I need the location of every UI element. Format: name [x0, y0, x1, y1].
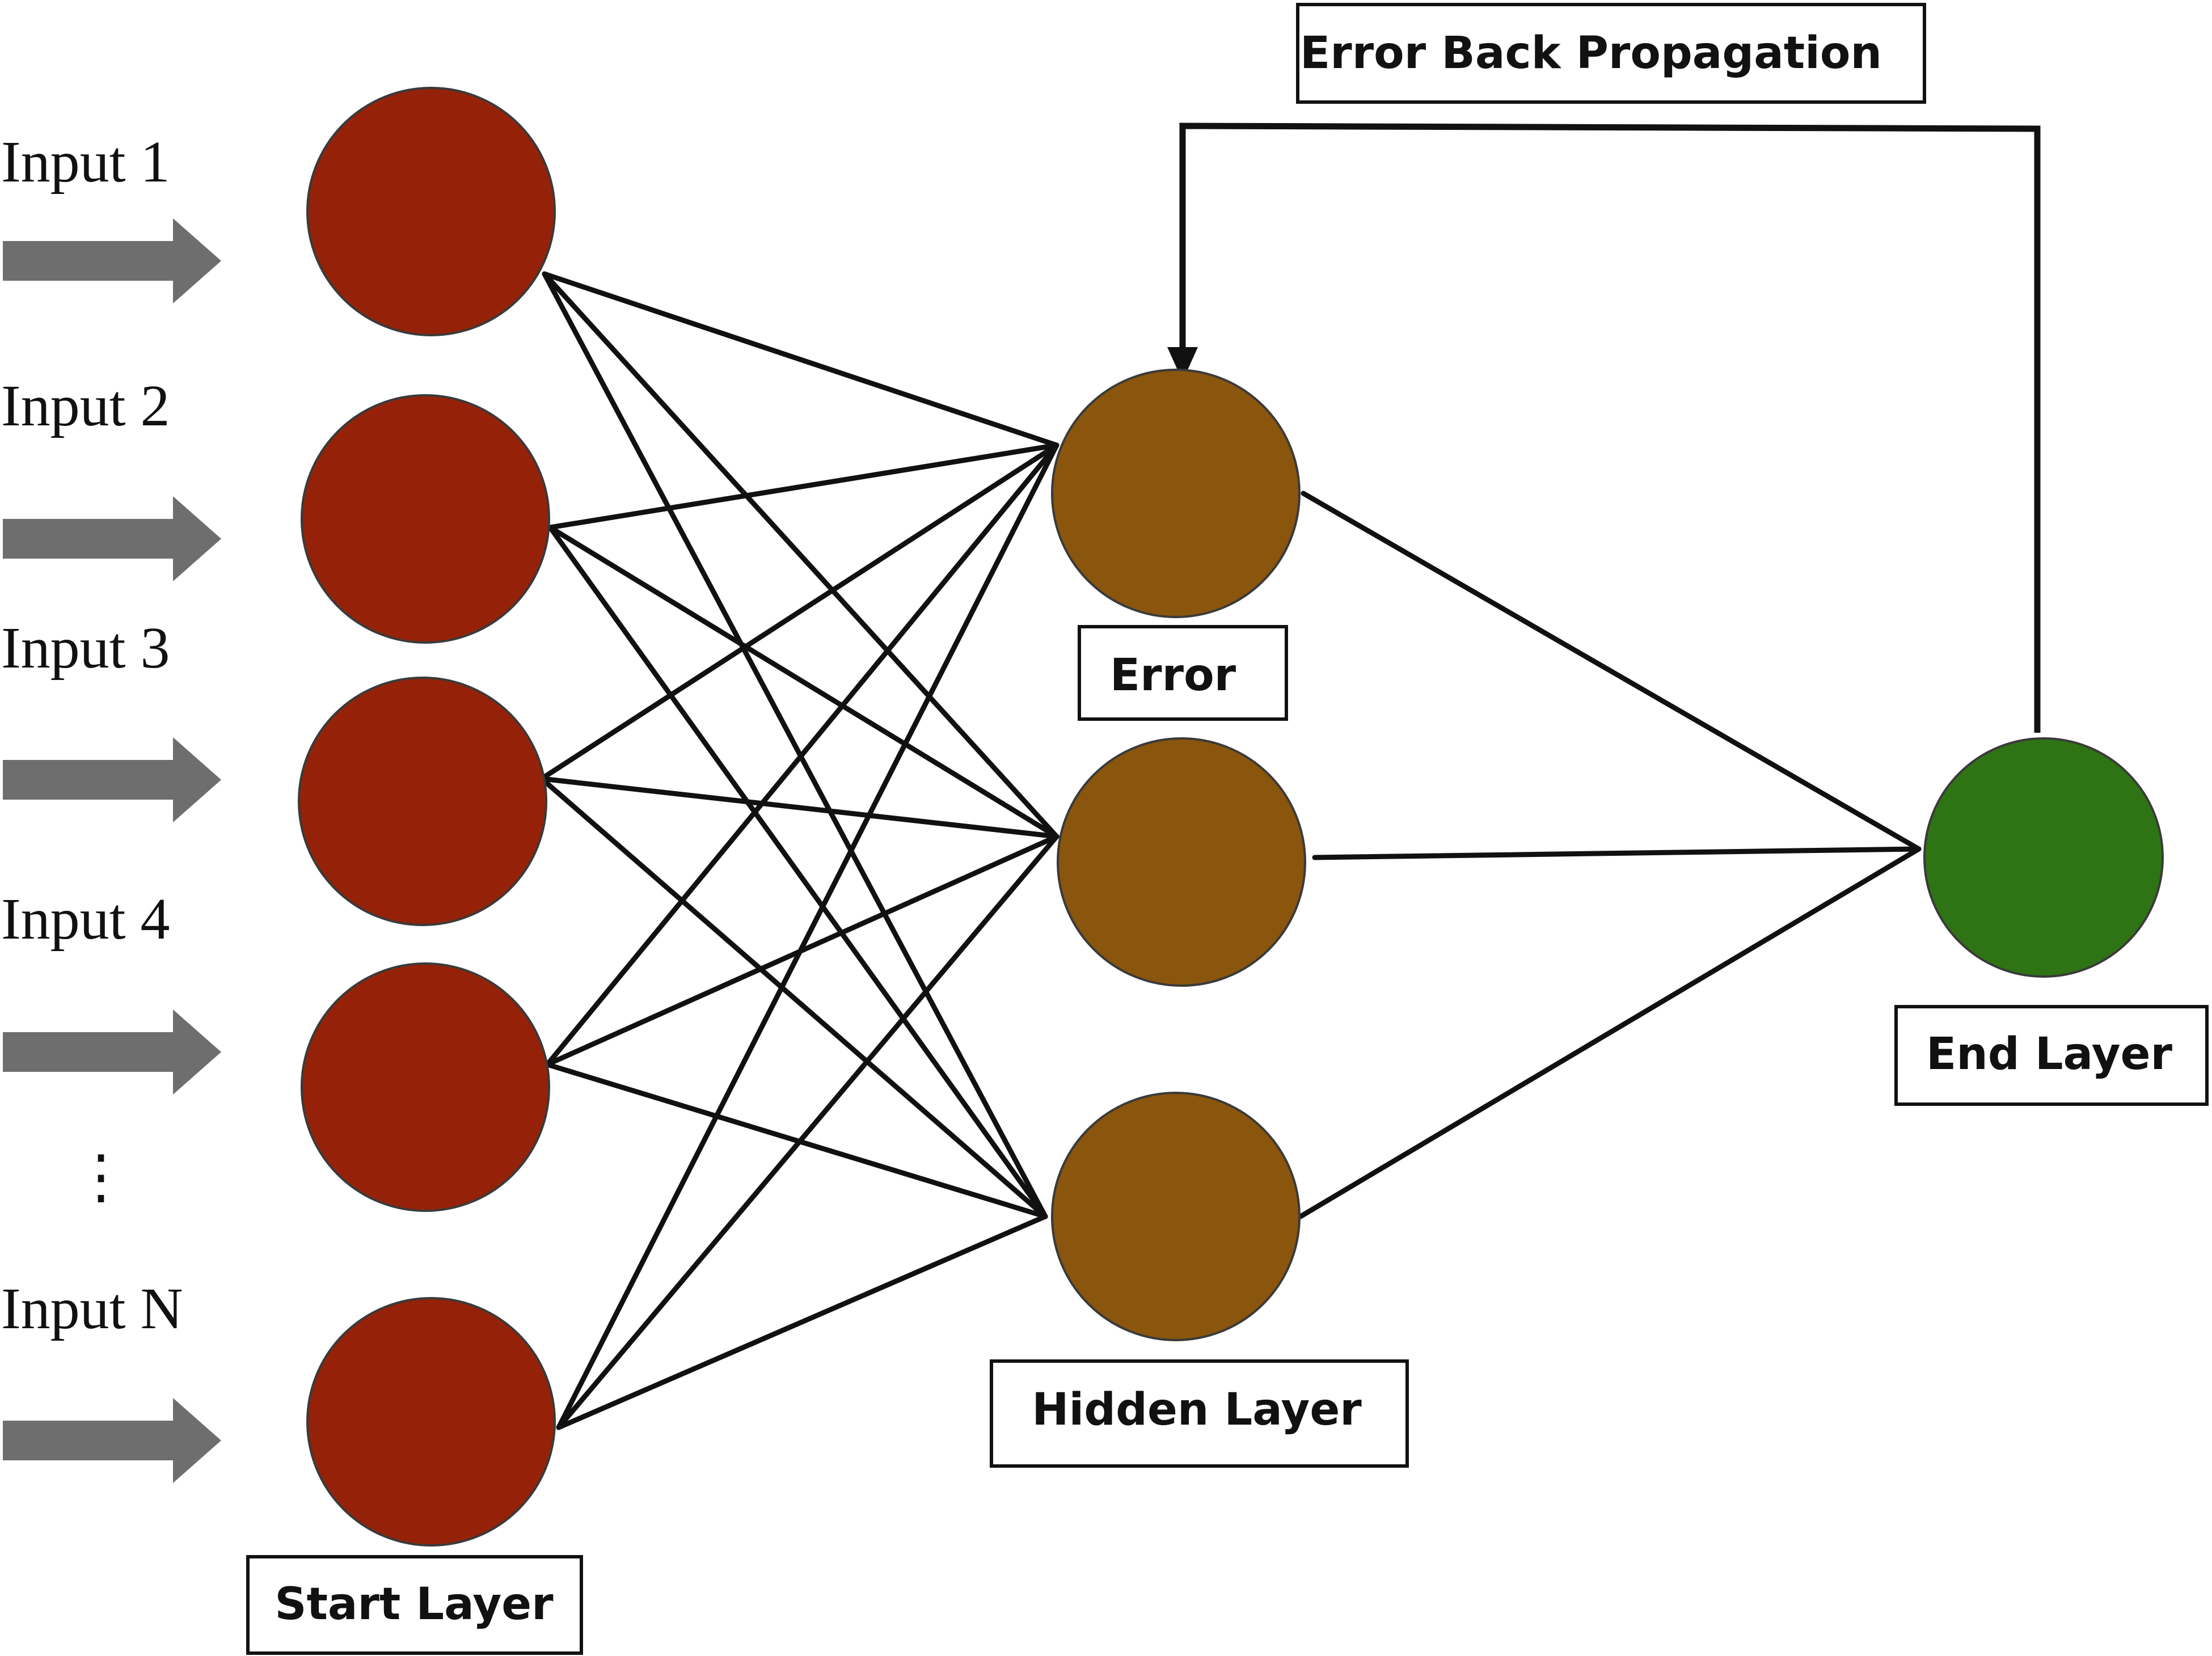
- connection-line: [544, 442, 1059, 1067]
- connection-line: [547, 525, 1059, 839]
- end-label-box: End Layer: [1894, 1005, 2209, 1106]
- start-layer-label: Start Layer: [275, 1579, 554, 1630]
- hidden-layer: [1051, 369, 1306, 1341]
- input-label: Input 1: [1, 129, 170, 195]
- input-label: Input N: [1, 1276, 183, 1341]
- hidden-label-box: Hidden Layer: [990, 1359, 1409, 1468]
- backprop-label-box: Error Back Propagation: [1296, 3, 1926, 104]
- connection-line: [539, 776, 1048, 1219]
- arrow-right-icon: [3, 218, 221, 303]
- hidden-node: [1051, 1092, 1301, 1341]
- input-label: Input 3: [1, 615, 170, 681]
- start-node: [301, 394, 550, 644]
- arrow-right-icon: [3, 496, 221, 581]
- error-label-box: Error: [1078, 625, 1288, 721]
- start-node: [298, 677, 547, 926]
- connection-lines: [539, 271, 1922, 1430]
- connection-line: [1298, 846, 1922, 1219]
- connection-line: [539, 776, 1059, 839]
- end-node: [1923, 737, 2164, 978]
- connection-line: [542, 271, 1059, 839]
- start-label-box: Start Layer: [246, 1555, 583, 1655]
- hidden-node: [1051, 369, 1301, 618]
- connection-line: [539, 442, 1059, 781]
- hidden-node: [1057, 737, 1306, 987]
- end-layer-label: End Layer: [1926, 1029, 2172, 1080]
- arrow-down-icon: [1167, 347, 1198, 381]
- connection-line: [547, 525, 1048, 1219]
- start-node: [306, 87, 556, 336]
- input-labels: Input 1 Input 2 Input 3 Input 4 Input N …: [1, 129, 183, 1341]
- arrow-right-icon: [3, 1398, 221, 1483]
- input-label: Input 4: [1, 886, 170, 952]
- connection-line: [542, 271, 1059, 448]
- start-node: [301, 962, 550, 1212]
- connection-line: [544, 1062, 1048, 1219]
- end-layer: [1923, 737, 2164, 978]
- input-arrows: [3, 218, 221, 1483]
- start-layer: [298, 87, 556, 1547]
- connection-line: [542, 271, 1048, 1219]
- back-propagation-path: [1167, 122, 2041, 733]
- feedback-line: [1179, 122, 2041, 733]
- connection-line: [556, 1214, 1048, 1430]
- connection-line: [1312, 846, 1922, 860]
- arrow-right-icon: [3, 737, 221, 822]
- connection-line: [547, 442, 1059, 530]
- backprop-label: Error Back Propagation: [1300, 28, 1882, 79]
- hidden-layer-label: Hidden Layer: [1032, 1384, 1362, 1435]
- connection-line: [556, 442, 1059, 1430]
- error-label: Error: [1110, 650, 1236, 701]
- start-node: [306, 1297, 556, 1547]
- input-label: Input 2: [1, 373, 170, 438]
- connection-line: [556, 834, 1059, 1430]
- connection-line: [1301, 491, 1922, 852]
- arrow-right-icon: [3, 1009, 221, 1095]
- ellipsis: ⋮: [71, 1144, 130, 1210]
